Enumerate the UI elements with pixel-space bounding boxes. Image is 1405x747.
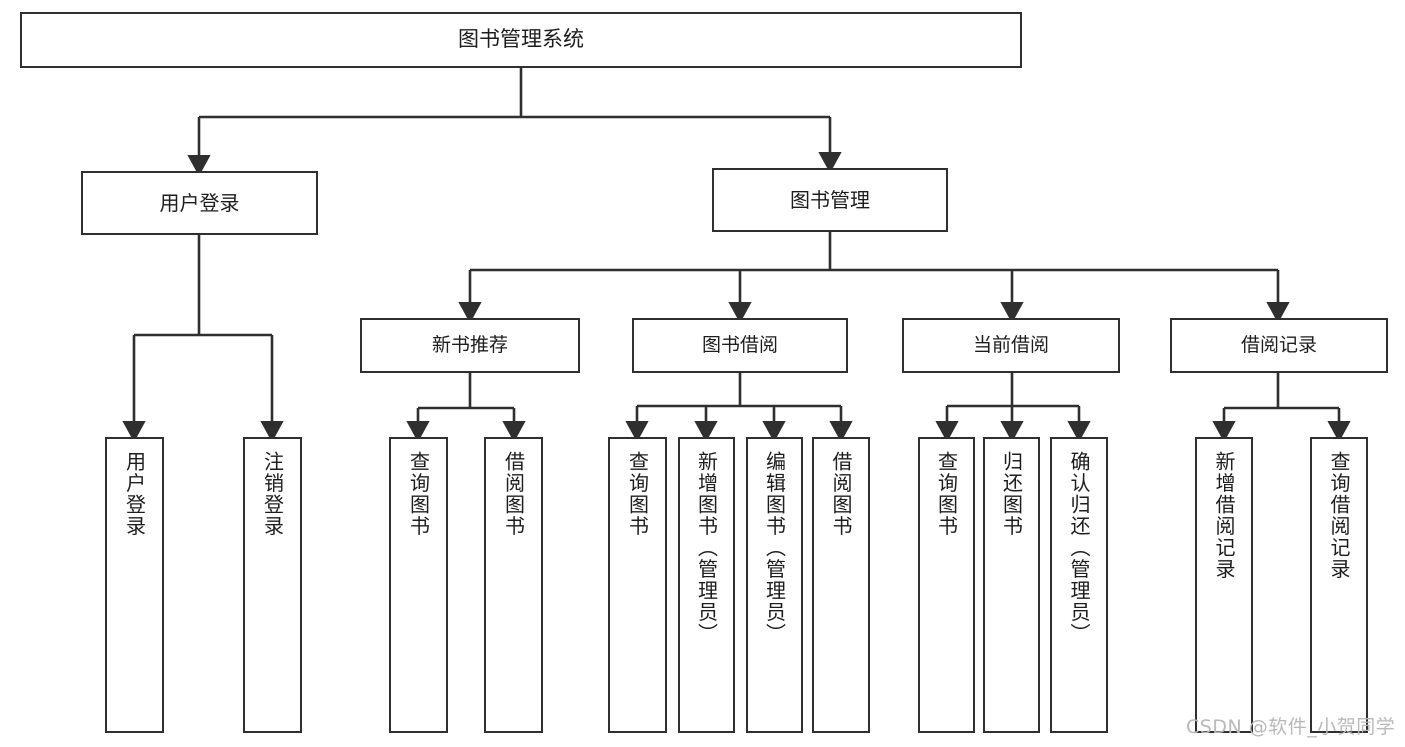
- leaf-label: 用户登录: [122, 451, 147, 537]
- node-current-borrow[interactable]: 当前借阅: [902, 318, 1120, 373]
- leaf-user-login-login[interactable]: 用户登录: [105, 437, 164, 733]
- leaf-new-book-borrow-book[interactable]: 借阅图书: [484, 437, 543, 733]
- node-label: 图书管理: [790, 187, 870, 212]
- leaf-borrow-record-add-record[interactable]: 新增借阅记录: [1195, 437, 1253, 733]
- node-borrow-record[interactable]: 借阅记录: [1170, 318, 1388, 373]
- node-label: 借阅记录: [1240, 333, 1317, 356]
- leaf-label: 注销登录: [260, 451, 285, 537]
- leaf-label: 确认归还（管理员）: [1067, 451, 1091, 645]
- leaf-label: 借阅图书: [829, 451, 853, 537]
- watermark-text: CSDN @软件_小贺同学: [1186, 716, 1396, 738]
- leaf-label: 查询图书: [934, 451, 959, 537]
- node-book-management[interactable]: 图书管理: [712, 168, 948, 232]
- node-root-book-management-system[interactable]: 图书管理系统: [20, 12, 1022, 68]
- leaf-current-borrow-confirm-return-admin[interactable]: 确认归还（管理员）: [1050, 437, 1108, 733]
- leaf-label: 新增借阅记录: [1212, 451, 1236, 580]
- leaf-label: 编辑图书（管理员）: [762, 451, 787, 645]
- leaf-current-borrow-return-book[interactable]: 归还图书: [983, 437, 1040, 733]
- node-label: 当前借阅: [972, 333, 1049, 356]
- leaf-current-borrow-query-book[interactable]: 查询图书: [918, 437, 975, 733]
- leaf-user-login-logout[interactable]: 注销登录: [243, 437, 302, 733]
- leaf-book-borrow-borrow-book[interactable]: 借阅图书: [812, 437, 870, 733]
- node-label: 图书管理系统: [458, 27, 584, 52]
- node-new-book-recommend[interactable]: 新书推荐: [360, 318, 580, 373]
- node-label: 用户登录: [159, 190, 240, 215]
- leaf-borrow-record-query-record[interactable]: 查询借阅记录: [1310, 437, 1368, 733]
- leaf-label: 借阅图书: [501, 451, 526, 537]
- node-label: 图书借阅: [701, 333, 778, 356]
- node-book-borrow[interactable]: 图书借阅: [632, 318, 848, 373]
- leaf-label: 归还图书: [999, 451, 1024, 537]
- leaf-label: 查询图书: [406, 451, 431, 537]
- leaf-label: 查询借阅记录: [1327, 451, 1351, 580]
- node-user-login[interactable]: 用户登录: [81, 171, 318, 235]
- leaf-label: 查询图书: [625, 451, 650, 537]
- leaf-book-borrow-add-book-admin[interactable]: 新增图书（管理员）: [678, 437, 735, 733]
- node-label: 新书推荐: [431, 333, 508, 356]
- leaf-new-book-query-book[interactable]: 查询图书: [389, 437, 448, 733]
- leaf-book-borrow-query-book[interactable]: 查询图书: [608, 437, 667, 733]
- leaf-label: 新增图书（管理员）: [694, 451, 719, 645]
- leaf-book-borrow-edit-book-admin[interactable]: 编辑图书（管理员）: [746, 437, 803, 733]
